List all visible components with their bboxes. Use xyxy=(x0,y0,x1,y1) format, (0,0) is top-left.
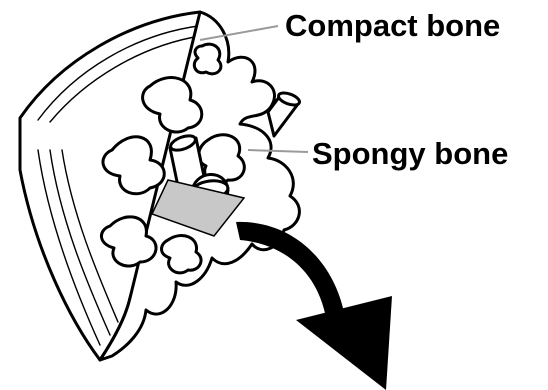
curved-arrow-shaft xyxy=(236,222,344,318)
curved-arrow-head xyxy=(296,296,392,390)
spongy-bone-label: Spongy bone xyxy=(312,136,508,171)
compact-bone-label: Compact bone xyxy=(285,8,500,43)
